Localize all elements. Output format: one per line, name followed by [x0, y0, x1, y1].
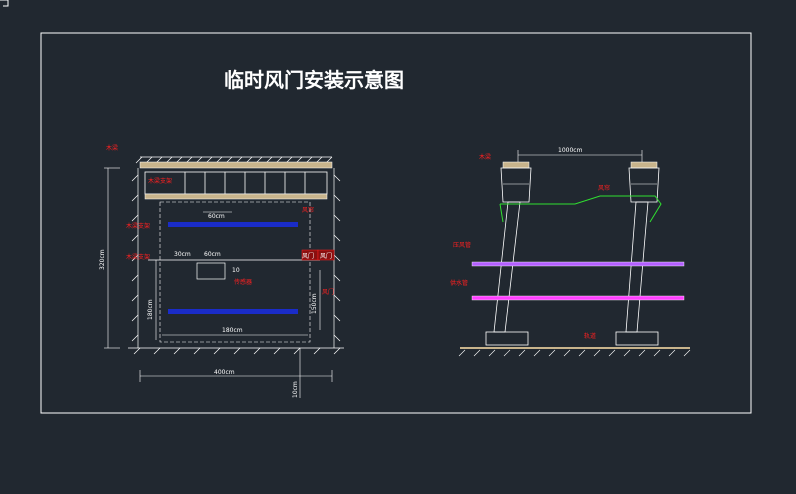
label-right-mid-2: 风门 [320, 252, 332, 260]
label-left-mid: 木梁支架 [126, 222, 150, 230]
label-upper-beam: 木梁支架 [148, 177, 172, 185]
dim-height-total: 320cm [99, 249, 106, 270]
upper-frame-beam [144, 193, 328, 200]
label-rail: 轨道 [584, 332, 596, 340]
door-outline [159, 201, 311, 343]
right-pillar-head [628, 167, 660, 203]
label-upper-right: 风帘 [302, 206, 314, 214]
corner-mark [0, 0, 9, 7]
label-right-mid-1: 风门 [302, 252, 314, 260]
left-cap [502, 161, 530, 169]
dim-mid-left: 30cm [174, 251, 191, 258]
pipe-upper [471, 261, 685, 267]
dim-mid-vertical: 10 [232, 267, 240, 274]
dim-height-lower: 180cm [147, 299, 154, 320]
label-rope: 风帘 [598, 184, 610, 192]
label-pipe-2: 供水管 [450, 279, 468, 287]
dim-width-total: 400cm [214, 369, 235, 376]
top-wood-beam [139, 161, 333, 169]
label-top-wood: 木梁 [106, 144, 118, 152]
label-left-lower: 木梁支架 [126, 253, 150, 261]
dim-bottom-small: 10cm [292, 381, 299, 398]
wall-hatch [128, 168, 344, 355]
dim-mid-right: 60cm [204, 251, 221, 258]
right-pillar [625, 201, 649, 333]
left-pillar-head [500, 167, 532, 203]
drawing-frame [40, 32, 752, 414]
curtain-bar-lower [168, 309, 298, 314]
label-right-lower: 风门 [322, 288, 334, 296]
right-base [615, 331, 659, 346]
ground-hatch [458, 349, 691, 357]
pipe-lower [471, 295, 685, 301]
dim-top-small: 60cm [208, 213, 225, 220]
label-side-top-wood: 木梁 [479, 153, 491, 161]
diagram-title: 临时风门安装示意图 [224, 68, 404, 92]
curtain-rope [500, 195, 662, 223]
upper-frame [144, 171, 328, 195]
left-base [485, 331, 529, 346]
dim-height-right: 150cm [311, 293, 318, 314]
dimension-lines [104, 167, 333, 398]
upper-frame-posts [184, 172, 306, 194]
right-cap [630, 161, 658, 169]
sensor-box [196, 262, 226, 280]
front-elevation: 木梁 木梁支架 风帘 木梁支架 木梁支架 风门 风门 传感器 风门 60cm 3… [99, 144, 344, 398]
side-elevation: 1000cm [450, 147, 691, 357]
red-box-2 [317, 249, 335, 261]
left-pillar [493, 201, 521, 333]
label-sensor: 传感器 [234, 278, 252, 286]
dim-width-inner: 180cm [222, 327, 243, 334]
curtain-bar-upper [168, 222, 298, 227]
dim-span: 1000cm [558, 147, 583, 154]
label-pipe-1: 压风管 [453, 241, 471, 249]
